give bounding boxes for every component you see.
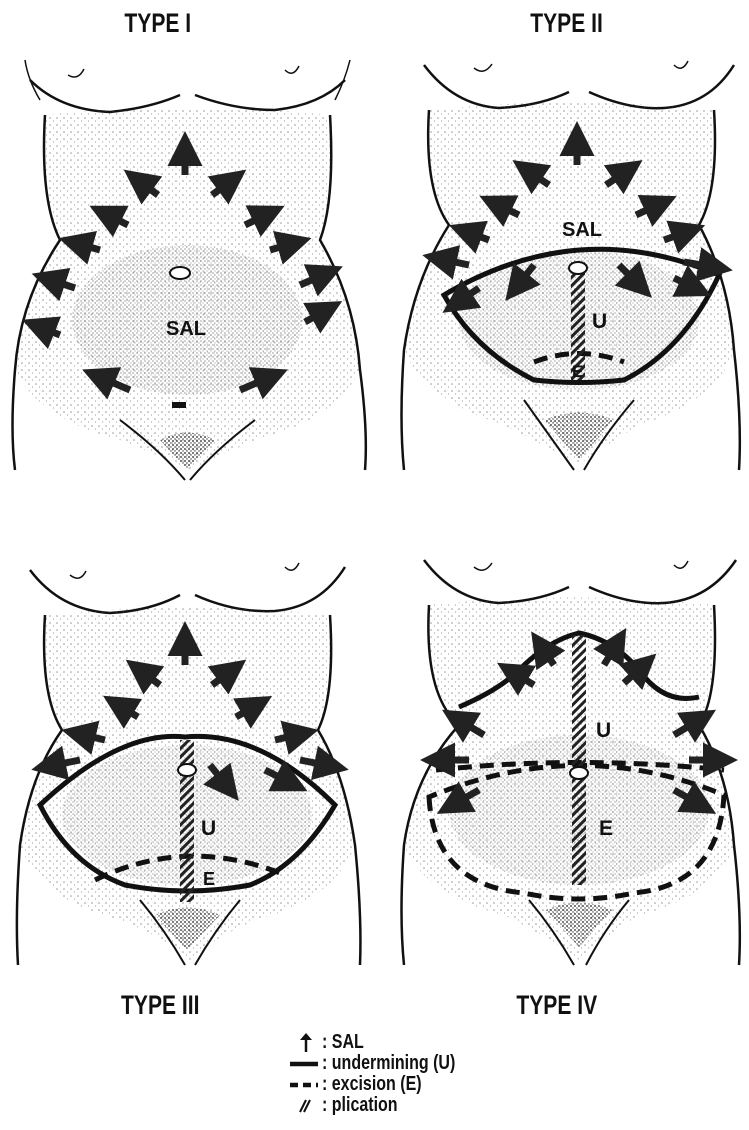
type-4-title: TYPE IV	[516, 990, 597, 1021]
legend-label-excision: : excision (E)	[322, 1073, 422, 1096]
type-3-title: TYPE III	[121, 990, 199, 1021]
type-4-panel: U E	[374, 545, 749, 985]
solid-line-icon	[286, 1053, 322, 1074]
type-2-panel: SAL U E	[374, 40, 749, 490]
legend-item-undermining: : undermining (U)	[286, 1053, 546, 1074]
type-2-u-label: U	[592, 310, 607, 333]
type-2-torso-illustration: SAL U E	[374, 40, 749, 490]
type-1-title: TYPE I	[124, 8, 191, 39]
legend-label-sal: : SAL	[322, 1031, 364, 1054]
type-4-e-label: E	[599, 817, 613, 840]
sal-arrow-icon	[286, 1032, 322, 1053]
type-3-panel: U E	[0, 545, 375, 985]
type-2-sal-label: SAL	[562, 219, 602, 241]
legend-label-plication: : plication	[322, 1094, 398, 1117]
legend-item-sal: : SAL	[286, 1032, 546, 1053]
legend-item-plication: : plication	[286, 1095, 546, 1116]
type-3-e-label: E	[203, 869, 215, 889]
dashed-line-icon	[286, 1074, 322, 1095]
legend-item-excision: : excision (E)	[286, 1074, 546, 1095]
type-2-e-label: E	[572, 362, 583, 381]
type-1-torso-illustration: SAL	[0, 40, 375, 490]
type-2-title: TYPE II	[530, 8, 603, 39]
legend: : SAL : undermining (U) : excision (E) :…	[286, 1032, 546, 1116]
type-3-torso-illustration: U E	[0, 545, 375, 985]
type-1-sal-label: SAL	[166, 318, 206, 340]
type-3-u-label: U	[201, 817, 216, 840]
legend-label-undermining: : undermining (U)	[322, 1052, 455, 1075]
hatch-icon	[286, 1095, 322, 1116]
type-4-torso-illustration: U E	[374, 545, 749, 985]
type-4-u-label: U	[596, 719, 611, 742]
type-1-panel: SAL	[0, 40, 375, 490]
